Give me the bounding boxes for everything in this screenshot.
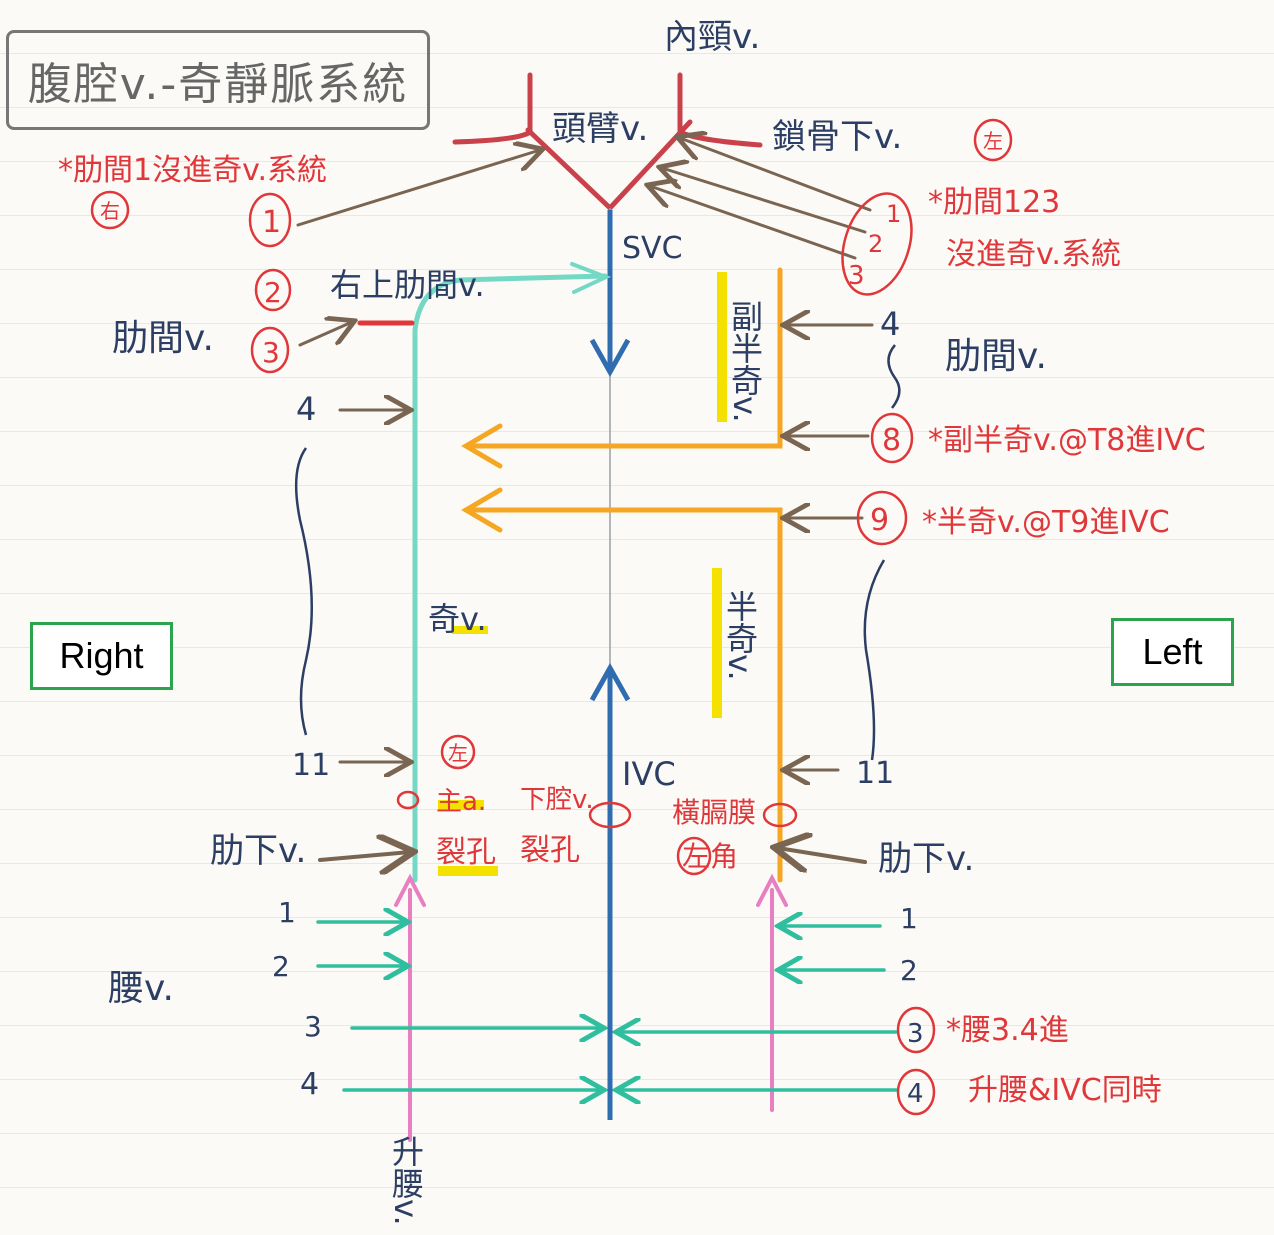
left-ic-11: 11 (856, 756, 894, 791)
intercostal-left-label: 肋間v. (945, 336, 1047, 377)
note-lumbar34-b: 升腰&IVC同時 (968, 1073, 1162, 1108)
lumbar-left-4: 4 (907, 1079, 924, 1109)
subcostal-right-label: 肋下v. (210, 831, 306, 871)
diaphragm-label-b: 左角 (682, 840, 738, 873)
left-ic-2: 2 (868, 230, 883, 258)
right-ic-4: 4 (296, 390, 316, 428)
tributary-arrows (296, 138, 874, 862)
subclavian-label: 鎖骨下v. (772, 117, 902, 157)
lumbar-right-3: 3 (304, 1010, 322, 1043)
left-ic-8: 8 (882, 423, 901, 458)
right-side-mark: 右 (100, 199, 120, 223)
ascending-lumbar-veins (394, 873, 788, 1142)
right-ic-2: 2 (264, 276, 282, 309)
left-ic-3: 3 (848, 261, 865, 291)
left-side-mark: 左 (983, 129, 1003, 153)
right-superior-intercostal-label: 右上肋間v. (330, 266, 485, 304)
note-lumbar34-a: *腰3.4進 (946, 1013, 1069, 1048)
left-ic-4: 4 (880, 305, 900, 343)
right-side-label: Right (30, 622, 173, 690)
aortic-hiatus-label-b: 裂孔 (436, 835, 496, 870)
lumbar-left-1: 1 (900, 902, 918, 935)
aortic-left-mark: 左 (448, 741, 468, 765)
svc-label: SVC (622, 231, 683, 266)
accessory-hemiazygos-label: 副半奇v. (726, 300, 764, 423)
ascending-lumbar-label: 升腰v. (387, 1135, 425, 1226)
right-ic-1: 1 (262, 205, 281, 240)
brachiocephalic-label: 頭臂v. (552, 109, 648, 149)
right-ic-11: 11 (292, 748, 330, 783)
intercostal-right-label: 肋間v. (112, 318, 214, 359)
note-left-ic123-a: *肋間123 (928, 185, 1060, 220)
range-braces (294, 344, 901, 761)
svc-ivc (589, 208, 631, 1120)
ivc-label: IVC (622, 755, 676, 793)
note-hemiazygos-t9: *半奇v.@T9進IVC (922, 505, 1170, 540)
ivc-hiatus-label-b: 裂孔 (520, 833, 580, 868)
lumbar-label: 腰v. (108, 968, 174, 1009)
left-ic-9: 9 (870, 503, 889, 538)
right-ic-3: 3 (262, 336, 280, 369)
diaphragm-label-a: 橫膈膜 (672, 796, 756, 829)
internal-jugular-label: 內頸v. (664, 17, 760, 57)
lumbar-left-2: 2 (900, 954, 918, 987)
highlight-marks (438, 272, 727, 876)
note-accessory-t8: *副半奇v.@T8進IVC (928, 423, 1206, 458)
hemiazygos-label: 半奇v. (721, 590, 759, 681)
number-circles (90, 118, 1013, 1116)
lumbar-right-1: 1 (278, 896, 296, 929)
note-right-ic1: *肋間1沒進奇v.系統 (58, 153, 327, 188)
aortic-hiatus-label-a: 主a. (436, 787, 486, 817)
page-title: 腹腔v.-奇靜脈系統 (6, 30, 430, 130)
note-left-ic123-b: 沒進奇v.系統 (946, 237, 1121, 272)
left-ic-1: 1 (886, 200, 901, 228)
azygos-vein (357, 262, 612, 883)
lumbar-right-4: 4 (300, 1067, 319, 1102)
subcostal-left-label: 肋下v. (878, 839, 974, 879)
lumbar-veins (316, 922, 898, 1090)
azygos-label: 奇v. (428, 600, 487, 638)
ivc-hiatus-label-a: 下腔v. (520, 785, 594, 815)
lumbar-right-2: 2 (272, 950, 290, 983)
left-side-label: Left (1111, 618, 1234, 686)
lumbar-left-3: 3 (907, 1019, 924, 1049)
